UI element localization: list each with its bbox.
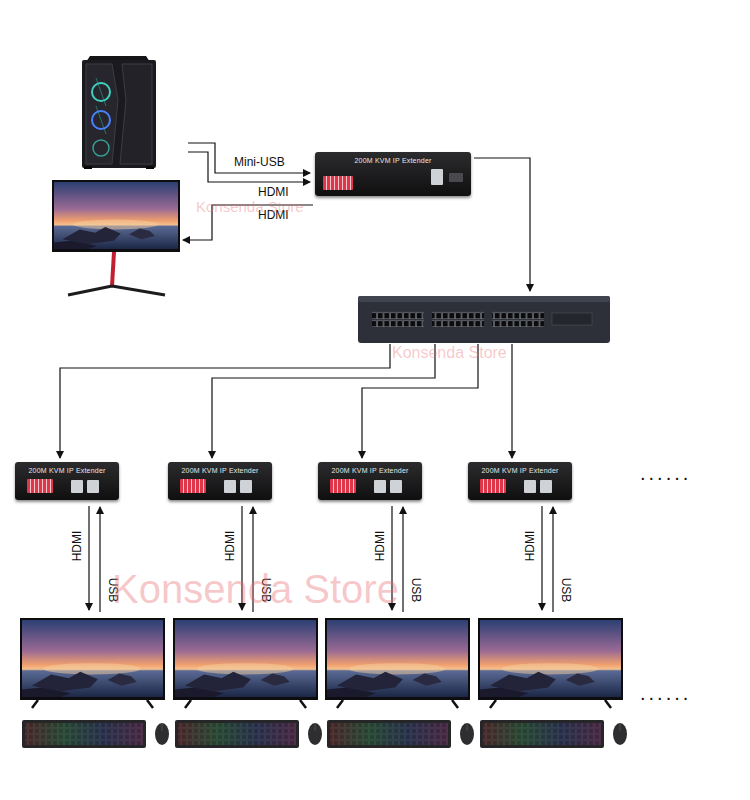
port-label: USB [408, 578, 422, 603]
port-label: Mini-USB [234, 156, 285, 170]
receiver: 200M KVM IP Extender [168, 462, 272, 500]
network-cable [362, 344, 478, 458]
usb-port [87, 480, 99, 493]
hdmi-cable [188, 152, 310, 182]
monitor [52, 180, 180, 295]
port-label: USB [558, 578, 572, 603]
device-label: 200M KVM IP Extender [21, 466, 113, 475]
pc-tower [82, 56, 156, 169]
port-label: HDMI [524, 531, 538, 562]
watermark: Konsenda Store [112, 566, 399, 612]
port-label: HDMI [224, 531, 238, 562]
transmitter: 200M KVM IP Extender [315, 152, 471, 196]
dip-switch [27, 479, 53, 493]
network-cable [212, 344, 435, 458]
usb-port [390, 480, 402, 493]
watermark: Konsenda Store [196, 198, 304, 215]
port [449, 173, 463, 182]
network-cable [511, 344, 512, 458]
hdmi-cable [88, 506, 89, 610]
network-cable [60, 344, 390, 458]
dip-switch [330, 479, 356, 493]
device-label: 200M KVM IP Extender [174, 466, 266, 475]
ellipsis: ...... [640, 462, 691, 485]
tv [325, 618, 470, 708]
keyboard-mouse [327, 720, 474, 748]
usb-cable [552, 507, 553, 612]
cables [89, 506, 553, 612]
usb-port [374, 480, 386, 493]
usb-port [524, 480, 536, 493]
network-cable [474, 158, 530, 291]
device-label: 200M KVM IP Extender [324, 466, 416, 475]
tv [20, 618, 165, 708]
hdmi-cable [541, 506, 542, 610]
port-label: HDMI [71, 531, 85, 562]
receiver: 200M KVM IP Extender [468, 462, 572, 500]
tv [478, 618, 623, 708]
device-label: 200M KVM IP Extender [321, 156, 465, 165]
network-switch [358, 296, 610, 343]
keyboard-mouse [480, 720, 627, 748]
mini-usb-cable [188, 143, 310, 173]
usb-port [540, 480, 552, 493]
keyboard-mouse [22, 720, 169, 748]
receiver: 200M KVM IP Extender [15, 462, 119, 500]
usb-port [71, 480, 83, 493]
dip-switch [480, 479, 506, 493]
dip-switch [323, 176, 353, 190]
keyboard-mouse [175, 720, 322, 748]
receiver: 200M KVM IP Extender [318, 462, 422, 500]
watermark: Konsenda Store [392, 344, 507, 362]
usb-port [240, 480, 252, 493]
usb-port [431, 169, 443, 185]
usb-port [224, 480, 236, 493]
usb-cable [402, 507, 403, 612]
ellipsis: ...... [640, 682, 691, 705]
usb-cable [99, 507, 100, 612]
device-label: 200M KVM IP Extender [474, 466, 566, 475]
port-label: HDMI [258, 186, 289, 200]
tv [173, 618, 318, 708]
port-label: HDMI [374, 531, 388, 562]
dip-switch [180, 479, 206, 493]
